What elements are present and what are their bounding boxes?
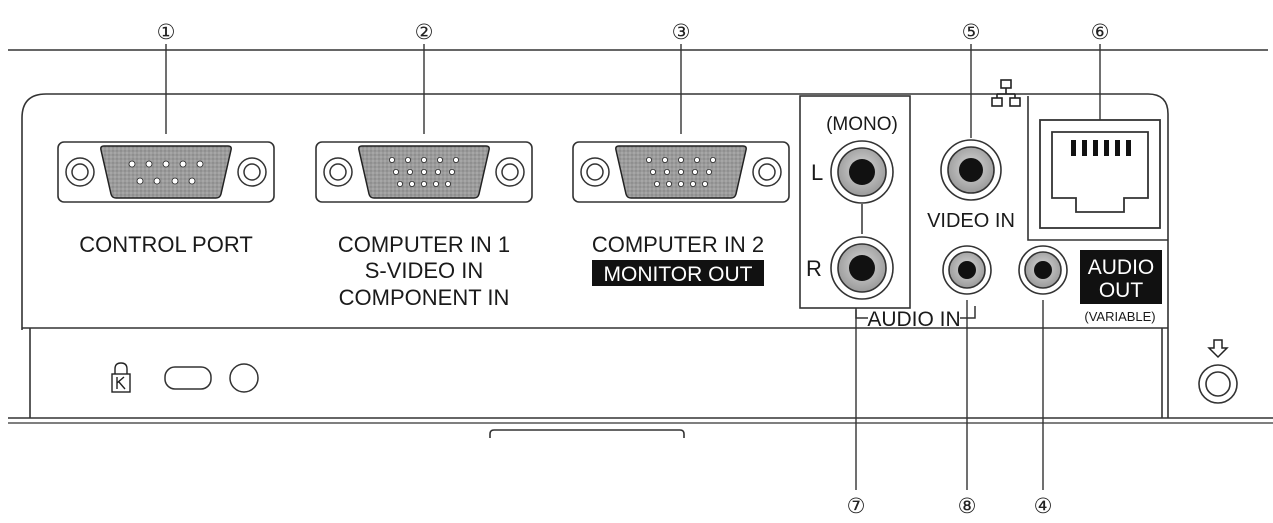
port-labels: CONTROL PORT COMPUTER IN 1 S-VIDEO IN CO…	[79, 232, 764, 310]
label-variable: (VARIABLE)	[1084, 309, 1155, 324]
callout-3: ③	[672, 20, 691, 44]
down-arrow-icon	[1207, 339, 1229, 359]
callout-4: ④	[1034, 494, 1053, 518]
kensington-lock-icon	[111, 362, 131, 393]
label-control-port: CONTROL PORT	[79, 232, 253, 257]
video-in-jack	[940, 139, 1002, 201]
label-audio-out-2: OUT	[1099, 279, 1144, 302]
label-computer-in-1: COMPUTER IN 1	[338, 232, 510, 257]
callout-6: ⑥	[1091, 20, 1110, 44]
network-icon	[991, 79, 1021, 107]
monitor-out-badge	[592, 260, 764, 286]
label-left: L	[811, 160, 823, 185]
panel-outline	[8, 49, 1273, 438]
callout-2: ②	[415, 20, 434, 44]
slot-hole	[229, 363, 259, 393]
computer-in-2-connector	[572, 141, 790, 203]
label-audio-out-1: AUDIO	[1088, 256, 1155, 279]
label-mono: (MONO)	[826, 114, 898, 135]
ground-terminal	[1198, 364, 1238, 404]
audio-out-badge	[1080, 250, 1162, 304]
callout-1: ①	[157, 20, 176, 44]
label-right: R	[806, 256, 822, 281]
label-component-in: COMPONENT IN	[339, 285, 510, 310]
callout-8: ⑧	[958, 494, 977, 518]
callouts: ① ② ③ ⑤ ⑥ ⑦ ⑧ ④	[157, 20, 1110, 518]
callout-7: ⑦	[847, 494, 866, 518]
label-s-video-in: S-VIDEO IN	[365, 258, 484, 283]
audio-in-lr-group: (MONO) L R	[799, 95, 911, 309]
label-video-in: VIDEO IN	[927, 210, 1015, 232]
control-port-connector	[57, 141, 275, 203]
video-in-group: VIDEO IN	[927, 79, 1021, 232]
audio-in-l-jack	[830, 140, 894, 204]
audio-in-mini-jack	[942, 245, 992, 295]
callout-5: ⑤	[962, 20, 981, 44]
audio-out-jack	[1018, 245, 1068, 295]
lan-port-connector	[1039, 119, 1161, 229]
audio-in-bracket	[855, 306, 976, 319]
label-audio-in: AUDIO IN	[867, 308, 960, 331]
computer-in-1-connector	[315, 141, 533, 203]
label-monitor-out: MONITOR OUT	[604, 263, 753, 286]
audio-in-r-jack	[830, 236, 894, 300]
label-computer-in-2: COMPUTER IN 2	[592, 232, 764, 257]
security-slot	[164, 366, 212, 390]
